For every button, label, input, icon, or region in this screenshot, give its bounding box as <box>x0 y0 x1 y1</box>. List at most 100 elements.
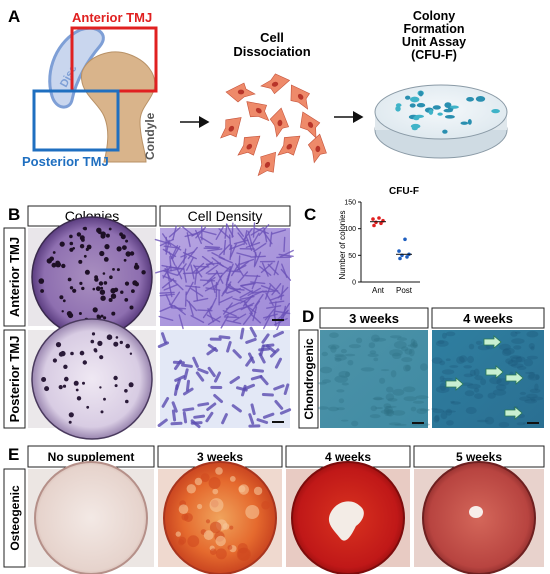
tissue-texture <box>410 406 417 412</box>
tissue-texture <box>442 410 456 413</box>
cell-texture <box>209 297 217 312</box>
cell-texture <box>215 226 224 241</box>
colony-dot <box>444 115 455 119</box>
colony-spot <box>103 316 107 320</box>
cell-texture <box>183 368 189 380</box>
mineral-texture <box>229 525 234 530</box>
chart-ylabel: Number of colonies <box>338 211 347 280</box>
tissue-texture <box>524 371 536 374</box>
cell-texture <box>228 234 232 250</box>
cell-texture <box>157 418 168 427</box>
cell-texture <box>274 400 284 410</box>
tissue-texture <box>502 347 515 355</box>
tissue-texture <box>474 393 484 399</box>
cell-texture <box>283 236 286 253</box>
cell-shape <box>257 151 276 177</box>
cell-shape <box>290 84 310 110</box>
cell-texture <box>273 317 288 326</box>
cell-texture <box>181 225 194 236</box>
cell-texture <box>231 222 234 238</box>
cell-texture <box>267 263 279 276</box>
tissue-texture <box>522 422 528 425</box>
cell-texture <box>206 271 219 283</box>
tissue-texture <box>431 357 443 364</box>
cell-texture <box>182 267 187 283</box>
cell-texture <box>232 349 242 359</box>
colony-spot <box>97 340 103 346</box>
tissue-texture <box>516 422 526 426</box>
data-point <box>398 256 402 261</box>
colony-dot <box>443 108 453 113</box>
tissue-texture <box>445 358 451 362</box>
posterior-colonies-dish <box>31 318 153 440</box>
mineral-texture <box>210 548 217 555</box>
colony-spot <box>85 247 89 251</box>
colony-spot <box>72 288 77 293</box>
cell-texture <box>197 367 209 375</box>
tissue-texture <box>394 423 407 426</box>
y-tick-label: 0 <box>352 280 356 287</box>
cell-texture <box>259 375 269 386</box>
mineral-texture <box>205 519 211 524</box>
cfu-line4: (CFU-F) <box>411 48 457 62</box>
tissue-texture <box>526 393 538 399</box>
colony-dot <box>442 129 448 134</box>
colony-spot <box>105 233 110 238</box>
panel-letter-d: D <box>302 307 314 326</box>
tissue-texture <box>393 341 407 349</box>
colony-spot <box>91 332 96 336</box>
cell-texture <box>253 251 257 268</box>
colony-dot <box>466 97 474 102</box>
colony-spot <box>141 270 146 275</box>
tissue-texture <box>465 406 477 415</box>
cell-texture <box>214 371 221 383</box>
colony-spot <box>102 272 106 275</box>
tissue-texture <box>485 344 494 350</box>
colony-spot <box>94 349 98 353</box>
colony-spot <box>109 275 113 280</box>
colony-spot <box>52 251 56 254</box>
d-col2-box <box>431 307 545 329</box>
colony-spot <box>55 342 62 348</box>
tissue-texture <box>338 398 345 404</box>
tissue-texture <box>403 364 411 372</box>
tissue-texture <box>336 389 345 393</box>
tissue-texture <box>401 357 413 363</box>
cell-shape <box>307 133 327 164</box>
colony-spot <box>83 254 87 258</box>
tissue-texture <box>529 388 541 393</box>
cell-texture <box>227 266 232 282</box>
data-point <box>397 249 401 253</box>
colony-spot <box>69 234 73 239</box>
cell-texture <box>249 326 257 338</box>
osteo-5wk-clear-area <box>469 506 483 518</box>
colony-spot <box>100 314 104 318</box>
colony-dot <box>405 95 411 100</box>
cell-texture <box>190 264 195 280</box>
cell-texture <box>186 299 198 312</box>
cell-texture <box>207 366 216 378</box>
cell-texture <box>225 277 229 294</box>
colony-spot <box>90 339 95 344</box>
tissue-texture <box>321 351 328 357</box>
dissociated-cells-illustration <box>220 73 327 177</box>
colony-spot <box>100 231 106 237</box>
cell-texture <box>195 371 205 382</box>
colony-spot <box>58 351 64 357</box>
cell-texture <box>274 357 282 369</box>
colony-spot <box>70 351 74 356</box>
colony-spot <box>124 298 129 302</box>
cell-texture <box>262 412 275 419</box>
tissue-texture <box>356 337 363 344</box>
tissue-texture <box>456 356 465 364</box>
cell-texture <box>182 411 188 424</box>
cell-texture <box>159 293 175 297</box>
cell-texture <box>192 262 205 274</box>
colony-spot <box>61 263 66 269</box>
cell-texture <box>226 319 242 325</box>
tissue-texture <box>374 407 384 409</box>
tissue-texture <box>386 409 395 417</box>
cell-texture <box>250 374 263 381</box>
cell-texture <box>251 290 268 294</box>
